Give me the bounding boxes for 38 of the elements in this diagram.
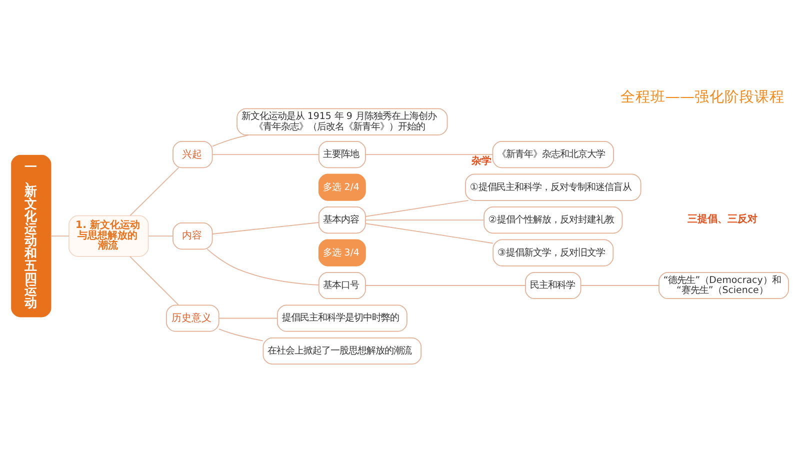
node-box: 内容 (172, 222, 213, 250)
label: 三提倡、三反对 (687, 214, 758, 225)
node-box: 基本内容 (318, 206, 366, 234)
connector (365, 199, 469, 216)
node-label: 杂学 (472, 156, 492, 167)
connector (212, 134, 250, 146)
node-box: 兴起 (172, 140, 213, 168)
node-box: 一、新文化运动和五四运动 (11, 154, 52, 317)
diagram-title: 全程班——强化阶段课程 (620, 88, 785, 105)
node-box: 基本口号 (318, 271, 366, 299)
node-box: 主要阵地 (318, 140, 366, 168)
node-box: 提倡民主和科学是切中时弊的 (276, 304, 408, 332)
connector (50, 235, 70, 236)
node-box: ②提倡个性解放，反对封建礼教 (484, 206, 623, 234)
connector (206, 248, 320, 285)
connector (212, 154, 320, 155)
connector (365, 154, 494, 155)
node-box: ③提倡新文学，反对旧文学 (492, 238, 614, 266)
connector (218, 317, 278, 318)
node-box: 多选 3/4 (318, 238, 366, 266)
connector (365, 284, 526, 286)
node-box: “德先生”（Democracy）和“赛先生”（Science） (658, 271, 789, 299)
connector (580, 284, 660, 286)
node-box: 1. 新文化运动与思想解放的潮流 (68, 214, 149, 256)
connector (148, 235, 174, 236)
connector (365, 222, 494, 244)
connector (130, 256, 179, 305)
node-box: 《新青年》杂志和北京大学 (492, 140, 614, 168)
node-box: ①提倡民主和科学，反对专制和迷信盲从 (465, 173, 642, 200)
node-box: 新文化运动是从 1915 年 9 月陈独秀在上海创办《青年杂志》（后改名《新青年》）开始的 (236, 108, 448, 135)
connector (212, 222, 320, 234)
connector (365, 219, 484, 220)
connector (130, 166, 180, 216)
connector (218, 328, 264, 341)
node-box: 民主和科学 (525, 271, 582, 299)
node-box: 历史意义 (166, 304, 220, 332)
node-box: 多选 2/4 (318, 173, 366, 200)
node-box: 在社会上掀起了一股思想解放的潮流 (262, 336, 422, 364)
